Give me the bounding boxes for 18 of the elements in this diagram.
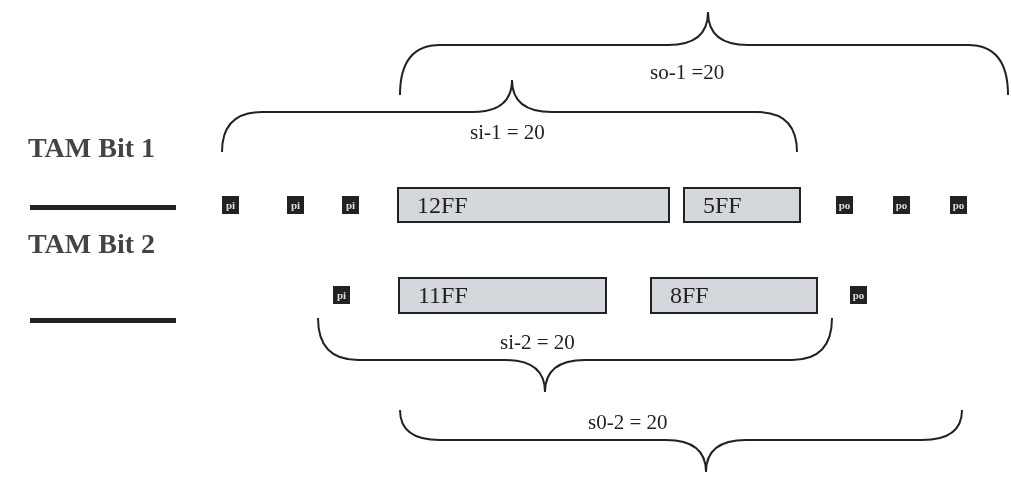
pin-box: pi xyxy=(342,196,359,214)
row-label: TAM Bit 2 xyxy=(28,228,156,260)
pin-box: po xyxy=(850,286,867,304)
length-label: s0-2 = 20 xyxy=(588,410,668,435)
pin-box: pi xyxy=(222,196,239,214)
length-label: si-1 = 20 xyxy=(470,120,545,145)
pin-box: po xyxy=(893,196,910,214)
pin-box: pi xyxy=(333,286,350,304)
flip-flop-block: 5FF xyxy=(683,187,801,223)
length-label: si-2 = 20 xyxy=(500,330,575,355)
pin-box: po xyxy=(836,196,853,214)
pin-box: pi xyxy=(287,196,304,214)
length-label: so-1 =20 xyxy=(650,60,725,85)
flip-flop-block: 11FF xyxy=(398,277,607,314)
flip-flop-block: 8FF xyxy=(650,277,818,314)
row-label: TAM Bit 1 xyxy=(28,132,156,164)
pin-box: po xyxy=(950,196,967,214)
flip-flop-block: 12FF xyxy=(397,187,670,223)
